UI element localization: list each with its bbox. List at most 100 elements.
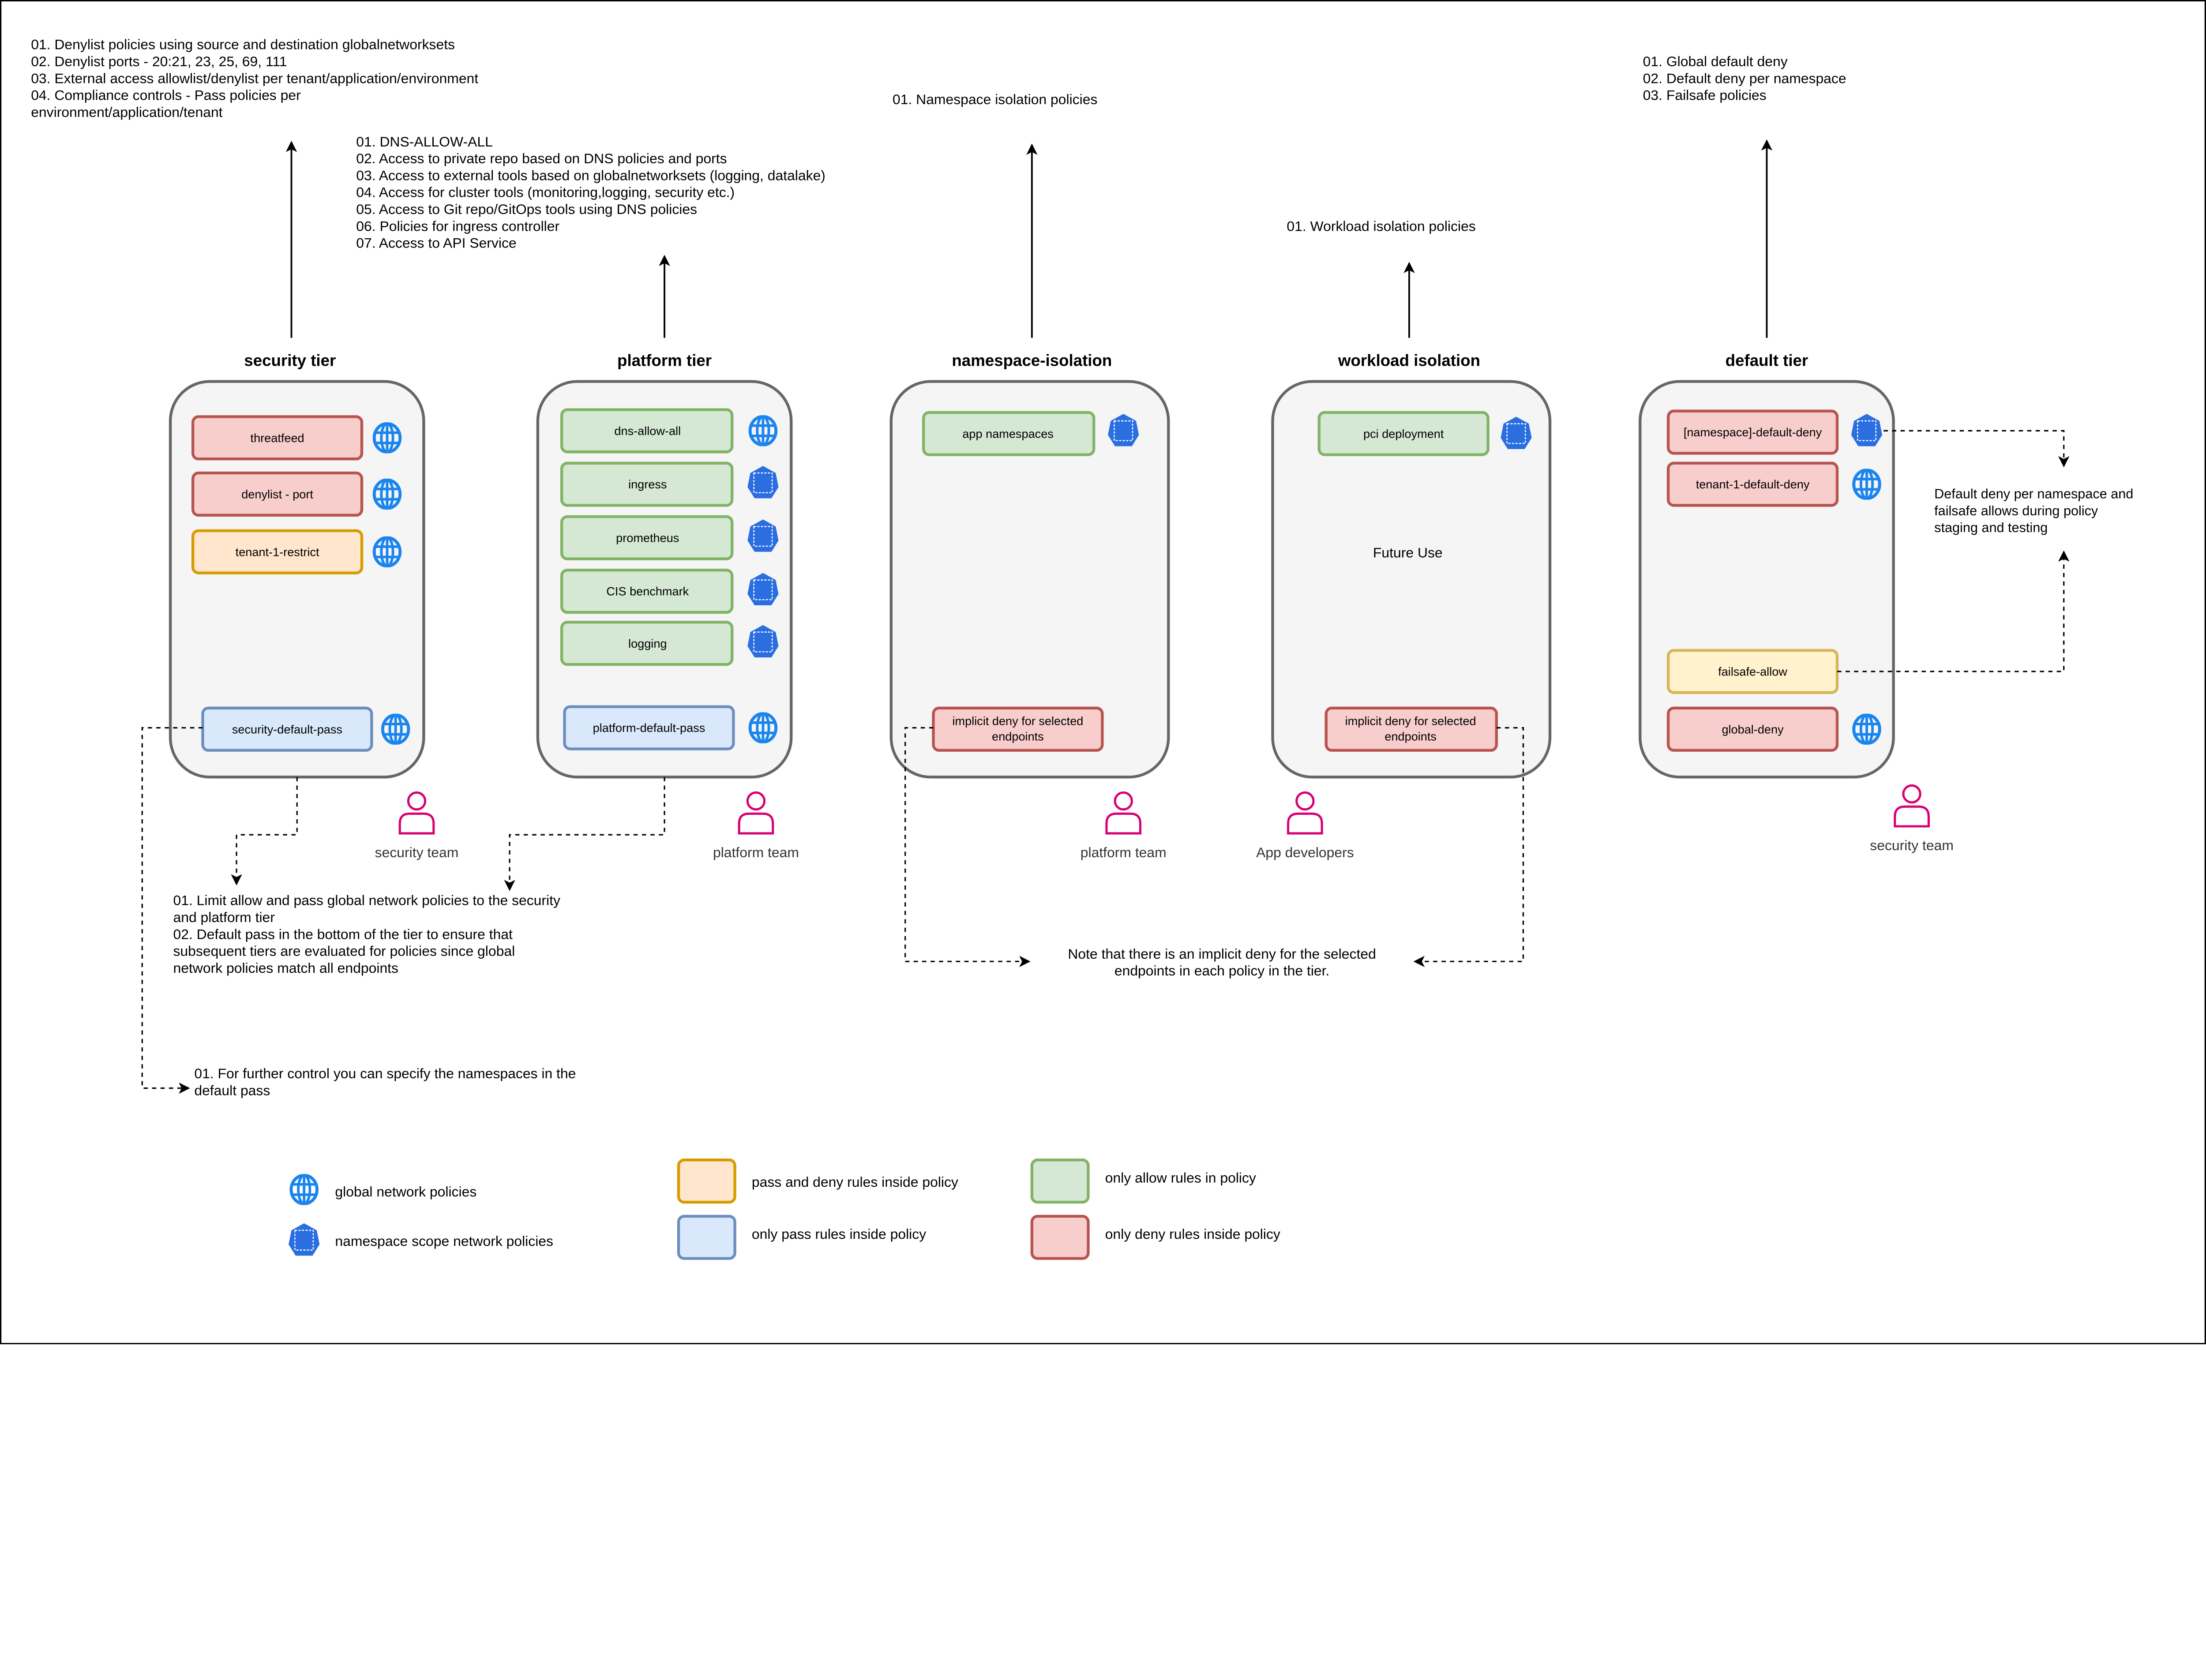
note-line: 01. For further control you can specify … bbox=[194, 1065, 576, 1081]
note-line: and platform tier bbox=[173, 909, 275, 925]
note-line: Default deny per namespace and bbox=[1934, 487, 2133, 502]
note-line: endpoints in each policy in the tier. bbox=[1114, 963, 1330, 979]
platform-notes: 01. DNS-ALLOW-ALL 02. Access to private … bbox=[356, 134, 825, 251]
policy-ingress[interactable]: ingress bbox=[560, 461, 734, 507]
policy-tenant-1-restrict[interactable]: tenant-1-restrict bbox=[191, 529, 364, 574]
policy-label: implicit deny for selected bbox=[1345, 714, 1476, 728]
default-side-notes: Default deny per namespace and failsafe … bbox=[1934, 487, 2133, 536]
tier-title: default tier bbox=[1726, 352, 1808, 370]
implicit-deny[interactable]: implicit deny for selected endpoints bbox=[1324, 706, 1498, 752]
workload-isolation-tier: workload isolation pci deployment Future… bbox=[1271, 352, 1552, 779]
policy-denylist-port[interactable]: denylist - port bbox=[191, 471, 364, 517]
note-line: 04. Access for cluster tools (monitoring… bbox=[356, 184, 735, 200]
team-label: App developers bbox=[1256, 844, 1354, 860]
note-line: default pass bbox=[194, 1082, 270, 1098]
policy-threatfeed[interactable]: threatfeed bbox=[191, 415, 364, 461]
policy-security-default-pass[interactable]: security-default-pass bbox=[201, 706, 373, 752]
note-line: 01. Limit allow and pass global network … bbox=[173, 892, 560, 908]
policy-label: threatfeed bbox=[251, 431, 304, 445]
connector bbox=[1413, 727, 1524, 968]
connector bbox=[1837, 550, 2070, 672]
legend-label: only pass rules inside policy bbox=[752, 1226, 926, 1242]
note-line: 02. Default deny per namespace bbox=[1643, 70, 1846, 86]
legend: global network policies namespace scope … bbox=[288, 1159, 1280, 1260]
legend-label: namespace scope network policies bbox=[335, 1233, 553, 1249]
note-line: 03. Failsafe policies bbox=[1643, 87, 1767, 103]
policy-label: app namespaces bbox=[962, 427, 1053, 440]
policy-dns-allow-all[interactable]: dns-allow-all bbox=[560, 408, 734, 454]
legend-swatch-pass bbox=[677, 1215, 736, 1260]
namespace-isolation-tier: namespace-isolation app namespaces impli… bbox=[889, 352, 1170, 779]
implicit-deny[interactable]: implicit deny for selected endpoints bbox=[932, 706, 1104, 752]
team-label: platform team bbox=[713, 844, 799, 860]
policy-label: endpoints bbox=[1384, 729, 1437, 743]
tier-container bbox=[889, 380, 1170, 779]
default-notes: 01. Global default deny 02. Default deny… bbox=[1643, 53, 1846, 103]
policy-label: platform-default-pass bbox=[593, 721, 705, 735]
namespace-notes: 01. Namespace isolation policies bbox=[893, 91, 1097, 107]
policy-platform-default-pass[interactable]: platform-default-pass bbox=[563, 705, 735, 750]
note-line: network policies match all endpoints bbox=[173, 960, 398, 976]
policy-logging[interactable]: logging bbox=[560, 621, 734, 666]
policy-cis-benchmark[interactable]: CIS benchmark bbox=[560, 569, 734, 614]
connector bbox=[504, 777, 665, 891]
note-line: subsequent tiers are evaluated for polic… bbox=[173, 943, 515, 959]
connector bbox=[141, 727, 203, 1094]
connector bbox=[904, 727, 1031, 968]
policy-label: tenant-1-restrict bbox=[236, 545, 319, 559]
legend-label: only allow rules in policy bbox=[1105, 1170, 1256, 1185]
namespace-pass-notes: 01. For further control you can specify … bbox=[194, 1065, 576, 1098]
legend-label: only deny rules inside policy bbox=[1105, 1226, 1280, 1242]
policy-prometheus[interactable]: prometheus bbox=[560, 515, 734, 560]
note-line: 01. Global default deny bbox=[1643, 53, 1788, 69]
policy-label: CIS benchmark bbox=[606, 585, 689, 598]
policy-label: implicit deny for selected bbox=[953, 714, 1084, 728]
team-label: security team bbox=[375, 844, 459, 860]
note-line: 06. Policies for ingress controller bbox=[356, 218, 559, 234]
policy-label: [namespace]-default-deny bbox=[1684, 425, 1822, 439]
note-line: Note that there is an implicit deny for … bbox=[1068, 946, 1376, 962]
note-line: 03. Access to external tools based on gl… bbox=[356, 167, 825, 183]
tier-container bbox=[1271, 380, 1552, 779]
note-line: 02. Denylist ports - 20:21, 23, 25, 69, … bbox=[31, 53, 287, 69]
platform-tier: platform tier dns-allow-all ingress prom… bbox=[536, 352, 793, 779]
tier-title: workload isolation bbox=[1338, 352, 1480, 370]
policy-pci-deployment[interactable]: pci deployment bbox=[1317, 411, 1489, 456]
note-line: 05. Access to Git repo/GitOps tools usin… bbox=[356, 201, 697, 217]
connector bbox=[1883, 430, 2070, 468]
tiered-policy-diagram: 01. Denylist policies using source and d… bbox=[0, 0, 2206, 1345]
note-line: 04. Compliance controls - Pass policies … bbox=[31, 87, 301, 103]
team-label: security team bbox=[1870, 837, 1954, 853]
policy-label: denylist - port bbox=[241, 488, 313, 501]
policy-label: failsafe-allow bbox=[1718, 665, 1787, 679]
note-line: 02. Default pass in the bottom of the ti… bbox=[173, 926, 513, 942]
policy-namespace-default-deny[interactable]: [namespace]-default-deny bbox=[1666, 409, 1839, 455]
tier-title: security tier bbox=[244, 352, 336, 370]
security-notes: 01. Denylist policies using source and d… bbox=[31, 37, 478, 120]
policy-failsafe-allow[interactable]: failsafe-allow bbox=[1666, 649, 1839, 694]
policy-app-namespaces[interactable]: app namespaces bbox=[922, 411, 1095, 456]
pass-notes: 01. Limit allow and pass global network … bbox=[173, 892, 560, 976]
policy-label: endpoints bbox=[992, 729, 1044, 743]
policy-label: ingress bbox=[628, 477, 667, 491]
legend-swatch-pass-deny bbox=[677, 1159, 736, 1204]
future-use-label: Future Use bbox=[1373, 545, 1443, 561]
note-line: 07. Access to API Service bbox=[356, 235, 516, 251]
policy-tenant-1-default-deny[interactable]: tenant-1-default-deny bbox=[1666, 461, 1839, 507]
note-line: environment/application/tenant bbox=[31, 104, 222, 120]
note-line: staging and testing bbox=[1934, 520, 2048, 535]
policy-label: prometheus bbox=[616, 531, 679, 544]
workload-notes: 01. Workload isolation policies bbox=[1287, 218, 1475, 234]
policy-label: logging bbox=[628, 637, 667, 650]
legend-swatch-allow bbox=[1030, 1159, 1090, 1204]
security-tier: security tier threatfeed denylist - port… bbox=[169, 352, 425, 779]
default-tier: default tier [namespace]-default-deny te… bbox=[1639, 352, 1895, 779]
policy-label: pci deployment bbox=[1363, 427, 1444, 440]
policy-global-deny[interactable]: global-deny bbox=[1666, 706, 1839, 752]
tier-title: platform tier bbox=[617, 352, 712, 370]
legend-swatch-deny bbox=[1030, 1215, 1090, 1260]
policy-label: dns-allow-all bbox=[614, 424, 681, 438]
connector bbox=[231, 777, 298, 886]
note-line: failsafe allows during policy bbox=[1934, 503, 2098, 518]
policy-label: security-default-pass bbox=[232, 722, 342, 736]
